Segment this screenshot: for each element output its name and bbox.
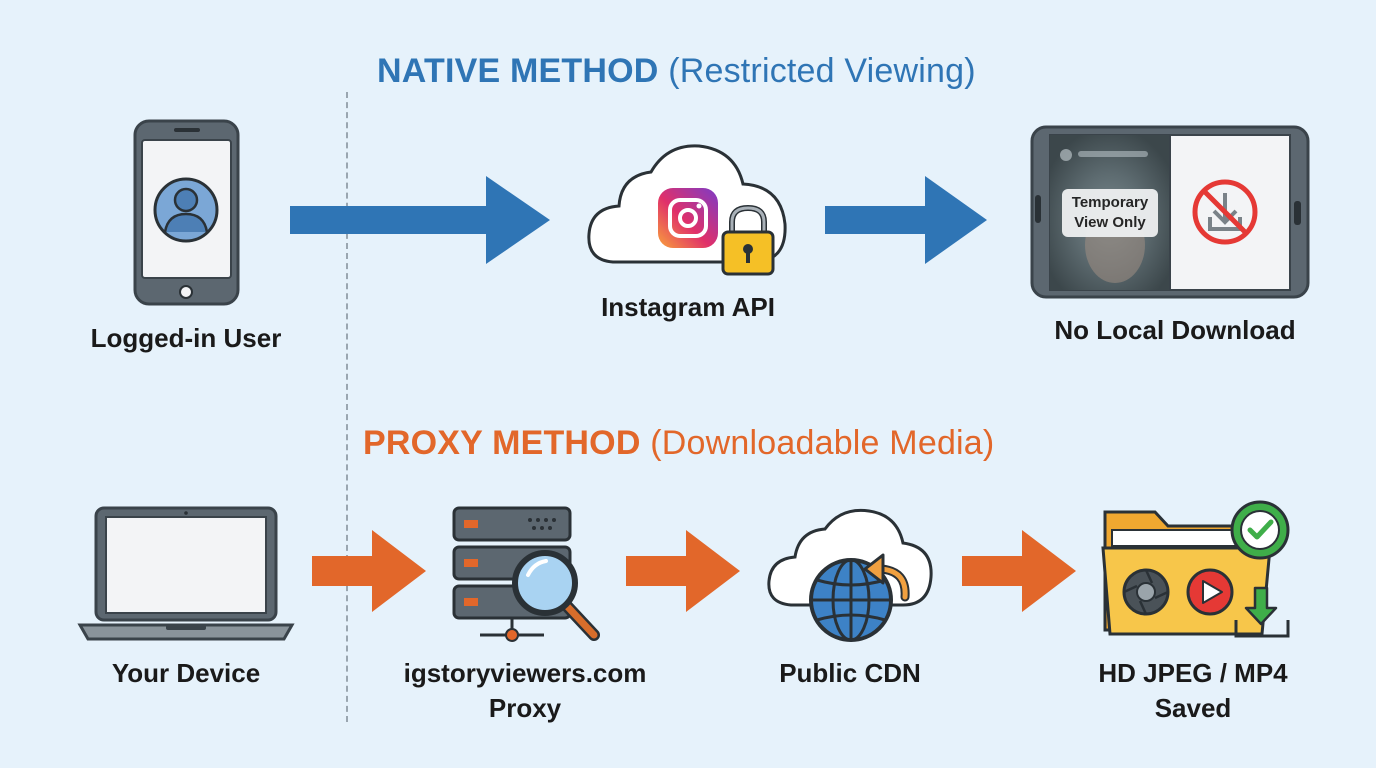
- refresh-arrow-icon: [863, 553, 910, 602]
- proxy-arrow-2: [626, 530, 740, 612]
- native-method-title: NATIVE METHOD: [377, 52, 659, 90]
- proxy-label-line-1: igstoryviewers.com: [403, 658, 647, 688]
- native-method-heading: NATIVE METHOD (Restricted Viewing): [377, 52, 976, 91]
- logged-in-user-label: Logged-in User: [90, 323, 282, 353]
- cdn-cloud-icon: [767, 508, 933, 642]
- no-local-download-label: No Local Download: [1054, 315, 1296, 345]
- your-device-label: Your Device: [111, 658, 261, 688]
- public-cdn-label: Public CDN: [779, 658, 921, 688]
- user-avatar-icon: [153, 177, 219, 243]
- saved-label-line-2: Saved: [1154, 693, 1232, 723]
- native-method-subtitle: (Restricted Viewing): [668, 52, 976, 90]
- download-arrow-icon: [1234, 586, 1290, 638]
- instagram-cloud-icon: [587, 144, 787, 276]
- magnifier-icon: [512, 550, 600, 641]
- native-arrow-1: [290, 176, 550, 264]
- instagram-api-label: Instagram API: [601, 292, 775, 322]
- proxy-arrow-1: [312, 530, 426, 612]
- proxy-method-heading: PROXY METHOD (Downloadable Media): [363, 424, 994, 463]
- badge-line-1: Temporary: [1071, 194, 1149, 211]
- proxy-method-subtitle: (Downloadable Media): [650, 424, 995, 462]
- native-arrow-2: [825, 176, 987, 264]
- checkmark-icon: [1230, 500, 1290, 560]
- temporary-view-badge: Temporary View Only: [1062, 189, 1158, 237]
- section-divider: [346, 92, 348, 722]
- lock-icon: [721, 204, 775, 276]
- laptop-icon: [77, 506, 295, 641]
- play-icon: [1186, 568, 1234, 616]
- globe-icon: [809, 558, 893, 642]
- saved-folder-icon: [1101, 500, 1290, 638]
- proxy-method-title: PROXY METHOD: [363, 424, 641, 462]
- smartphone-icon: [133, 119, 240, 306]
- proxy-arrow-3: [962, 530, 1076, 612]
- proxy-server-icon: [452, 506, 600, 642]
- proxy-label-line-2: Proxy: [488, 693, 562, 723]
- no-download-icon: [1192, 179, 1258, 245]
- camera-shutter-icon: [1122, 568, 1170, 616]
- saved-label-line-1: HD JPEG / MP4: [1098, 658, 1288, 688]
- instagram-logo-icon: [658, 188, 718, 248]
- badge-line-2: View Only: [1074, 214, 1146, 231]
